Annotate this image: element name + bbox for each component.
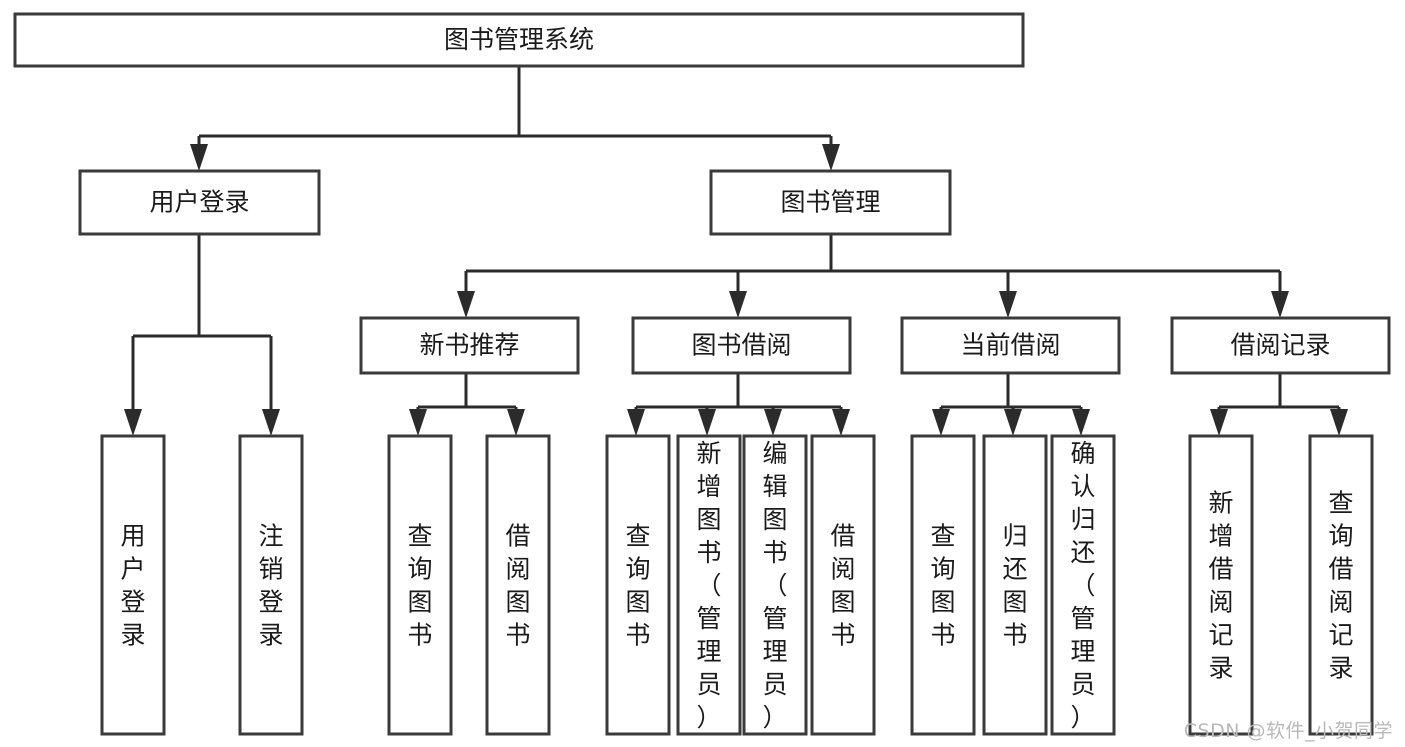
node-label-leaf-query-book-current: 查询图书	[930, 522, 955, 650]
node-box-leaf-confirm-return-admin[interactable]	[1050, 434, 1116, 736]
node-box-user-login[interactable]	[78, 169, 321, 236]
node-book-borrow[interactable]: 图书借阅	[631, 316, 852, 375]
node-box-leaf-add-borrow-record[interactable]	[1188, 434, 1254, 736]
current-borrow-fanout-arrowhead-1	[1004, 409, 1022, 436]
node-leaf-add-borrow-record[interactable]: 新增借阅记录	[1188, 434, 1254, 736]
node-box-leaf-borrow-book-recommend[interactable]	[485, 434, 551, 736]
node-leaf-edit-book-admin[interactable]: 编辑图书（管理员）	[742, 434, 808, 736]
book-management-arrowhead-3	[1271, 291, 1289, 318]
node-leaf-return-book[interactable]: 归还图书	[982, 434, 1048, 736]
node-label-leaf-user-login: 用户登录	[120, 522, 145, 650]
node-leaf-borrow-book-recommend[interactable]: 借阅图书	[485, 434, 551, 736]
node-box-new-book-recommend[interactable]	[359, 316, 580, 375]
node-box-leaf-borrow-book[interactable]	[810, 434, 876, 736]
current-borrow-fanout-arrowhead-2	[1072, 409, 1090, 436]
current-borrow-fanout-arrowhead-0	[932, 409, 950, 436]
user-login-arrowhead-0	[124, 409, 142, 436]
node-box-leaf-query-book-recommend[interactable]	[387, 434, 453, 736]
node-book-management[interactable]: 图书管理	[709, 169, 952, 236]
node-label-leaf-query-book-borrow: 查询图书	[625, 522, 650, 650]
node-box-current-borrow[interactable]	[900, 316, 1121, 375]
node-box-book-borrow[interactable]	[631, 316, 852, 375]
connector-layer	[124, 66, 1348, 436]
node-new-book-recommend[interactable]: 新书推荐	[359, 316, 580, 375]
node-label-leaf-confirm-return-admin: 确认归还（管理员）	[1070, 439, 1095, 732]
root-arrowhead-1	[822, 144, 840, 171]
node-leaf-logout-login[interactable]: 注销登录	[238, 434, 304, 736]
book-management-arrowhead-1	[729, 291, 747, 318]
node-box-root[interactable]	[13, 12, 1025, 68]
book-borrow-fanout-arrowhead-2	[764, 409, 782, 436]
borrow-record-fanout-arrowhead-0	[1210, 409, 1228, 436]
node-box-leaf-logout-login[interactable]	[238, 434, 304, 736]
node-label-leaf-logout-login: 注销登录	[258, 522, 283, 650]
node-box-leaf-edit-book-admin[interactable]	[742, 434, 808, 736]
node-box-leaf-return-book[interactable]	[982, 434, 1048, 736]
book-management-arrowhead-2	[999, 291, 1017, 318]
new-book-recommend-fanout-arrowhead-1	[507, 409, 525, 436]
node-leaf-query-book-recommend[interactable]: 查询图书	[387, 434, 453, 736]
node-label-book-management: 图书管理	[780, 188, 880, 217]
node-label-leaf-query-book-recommend: 查询图书	[407, 522, 432, 650]
node-box-leaf-add-book-admin[interactable]	[676, 434, 742, 736]
root-arrowhead-0	[190, 144, 208, 171]
node-label-leaf-return-book: 归还图书	[1002, 522, 1027, 650]
node-current-borrow[interactable]: 当前借阅	[900, 316, 1121, 375]
book-borrow-fanout-arrowhead-1	[698, 409, 716, 436]
node-label-book-borrow: 图书借阅	[691, 331, 791, 360]
node-label-leaf-add-borrow-record: 新增借阅记录	[1208, 489, 1233, 683]
node-label-leaf-query-borrow-record: 查询借阅记录	[1328, 489, 1353, 683]
book-borrow-fanout-arrowhead-0	[627, 409, 645, 436]
node-leaf-user-login[interactable]: 用户登录	[100, 434, 166, 736]
book-management-arrowhead-0	[457, 291, 475, 318]
new-book-recommend-fanout-arrowhead-0	[409, 409, 427, 436]
book-borrow-fanout-arrowhead-3	[832, 409, 850, 436]
node-label-user-login: 用户登录	[149, 188, 249, 217]
node-label-leaf-add-book-admin: 新增图书（管理员）	[696, 439, 721, 732]
node-box-leaf-user-login[interactable]	[100, 434, 166, 736]
node-label-current-borrow: 当前借阅	[960, 331, 1060, 360]
node-box-book-management[interactable]	[709, 169, 952, 236]
node-leaf-add-book-admin[interactable]: 新增图书（管理员）	[676, 434, 742, 736]
user-login-arrowhead-1	[262, 409, 280, 436]
node-user-login[interactable]: 用户登录	[78, 169, 321, 236]
node-borrow-record[interactable]: 借阅记录	[1170, 316, 1391, 375]
node-leaf-confirm-return-admin[interactable]: 确认归还（管理员）	[1050, 434, 1116, 736]
node-leaf-query-borrow-record[interactable]: 查询借阅记录	[1308, 434, 1374, 736]
node-root[interactable]: 图书管理系统	[13, 12, 1025, 68]
node-label-root: 图书管理系统	[444, 25, 594, 54]
node-leaf-borrow-book[interactable]: 借阅图书	[810, 434, 876, 736]
node-label-leaf-edit-book-admin: 编辑图书（管理员）	[762, 439, 787, 732]
node-box-leaf-query-book-borrow[interactable]	[605, 434, 671, 736]
node-box-leaf-query-borrow-record[interactable]	[1308, 434, 1374, 736]
node-label-new-book-recommend: 新书推荐	[419, 331, 519, 360]
node-label-borrow-record: 借阅记录	[1230, 331, 1330, 360]
node-layer: 图书管理系统用户登录图书管理新书推荐图书借阅当前借阅借阅记录用户登录注销登录查询…	[13, 12, 1391, 736]
node-box-leaf-query-book-current[interactable]	[910, 434, 976, 736]
node-label-leaf-borrow-book: 借阅图书	[830, 522, 855, 650]
node-box-borrow-record[interactable]	[1170, 316, 1391, 375]
borrow-record-fanout-arrowhead-1	[1330, 409, 1348, 436]
node-leaf-query-book-current[interactable]: 查询图书	[910, 434, 976, 736]
node-leaf-query-book-borrow[interactable]: 查询图书	[605, 434, 671, 736]
node-label-leaf-borrow-book-recommend: 借阅图书	[505, 522, 530, 650]
